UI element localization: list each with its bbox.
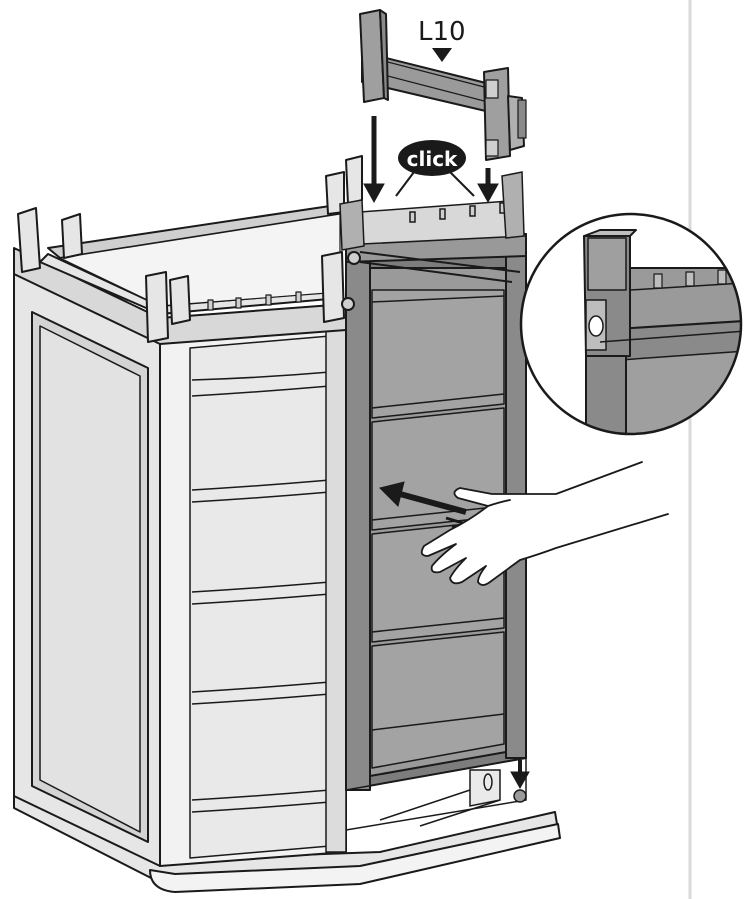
crossbar-part-l10 [359,9,527,161]
click-label: click [407,147,458,171]
down-arrow-icon [510,760,530,790]
hand-icon [420,461,669,586]
down-arrow-icon [477,168,499,204]
magnifier-callout-icon [519,212,743,436]
label-pointer-icon [432,48,452,62]
part-code-label: L10 [418,17,466,47]
corner-posts [17,155,363,343]
door-pin [347,251,361,265]
top-frame [13,205,347,345]
rear-top-rail [339,171,525,251]
callout-lines [359,251,521,283]
door-pin [341,297,355,311]
speech-bubble-icon: click [395,140,475,197]
left-side-wall [13,261,161,867]
floor-rails [345,757,527,831]
sliding-door-panel [341,233,527,791]
down-arrow-icon [363,116,385,204]
front-left-panel [159,317,347,867]
